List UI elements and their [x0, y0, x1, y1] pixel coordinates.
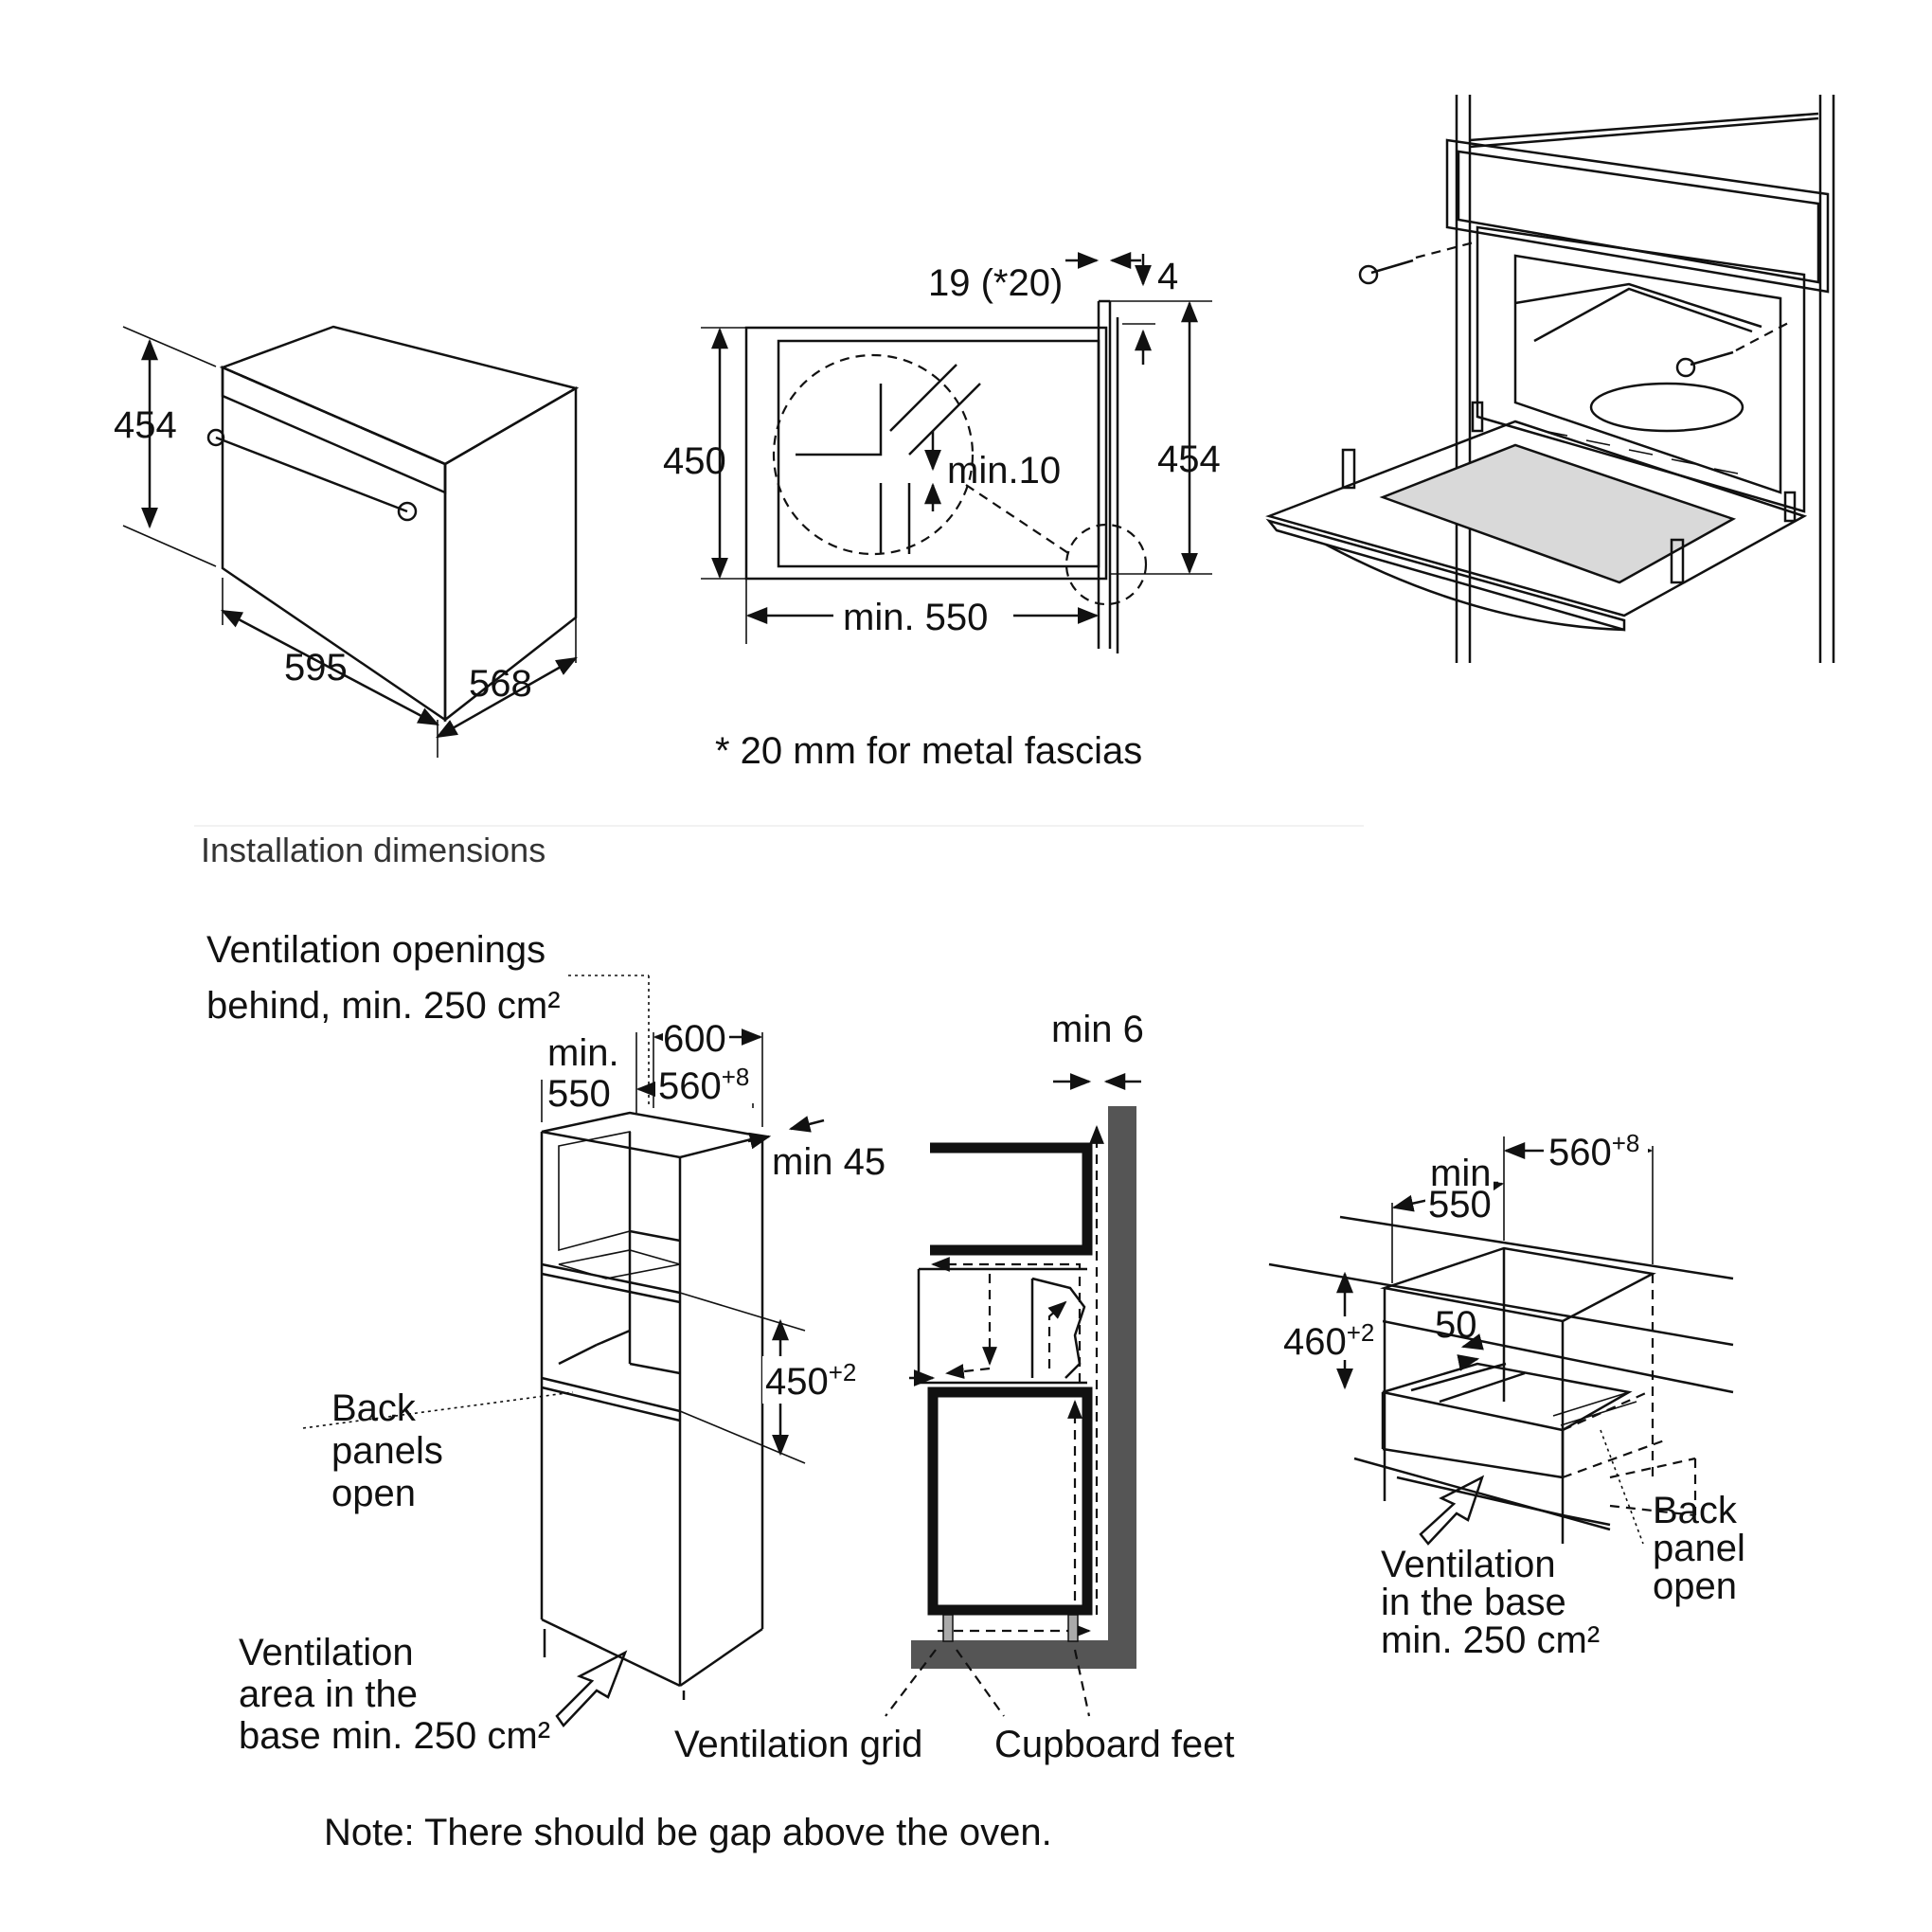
uc-vent-base-line1: Ventilation: [1381, 1544, 1556, 1585]
door-thickness-label: 19 (*20): [928, 262, 1063, 304]
screw-icon: [1358, 259, 1414, 285]
min-gap-label: min.10: [947, 450, 1061, 492]
vent-grid-label: Ventilation grid: [674, 1724, 922, 1765]
niche-height-label: 450: [663, 440, 726, 482]
vent-behind-line1: Ventilation openings: [206, 929, 546, 971]
back-panels-line2: panels: [331, 1430, 443, 1472]
screw-icon: [1675, 350, 1734, 378]
uc-min550-line1: min.: [1430, 1153, 1502, 1194]
oven-fitting-perspective: [1265, 95, 1835, 663]
vent-arrow-icon: [1419, 1475, 1485, 1546]
min45-label: min 45: [772, 1141, 886, 1183]
uc-vent-base-line3: min. 250 cm²: [1381, 1619, 1600, 1661]
min550-line2: 550: [547, 1073, 611, 1115]
uc-min550-line2: 550: [1428, 1184, 1492, 1225]
uc-back-panel-line2: panel: [1653, 1528, 1745, 1569]
oven-width-label: 595: [284, 647, 348, 689]
oven-height-label: 454: [114, 404, 177, 446]
uc-back-panel-line1: Back: [1653, 1490, 1738, 1531]
section-view-drawing: min.10 19 (*20) 4 450 454 min. 550: [663, 252, 1221, 653]
vent-area-line2: area in the: [239, 1673, 418, 1715]
under-counter-drawing: 560+8 min. 550 460+2 50 Ventilation in t…: [1268, 1129, 1745, 1661]
airflow-section-drawing: min 6 Ventilation grid Cupboard feet: [674, 1009, 1235, 1765]
uc-back-panel-line3: open: [1653, 1565, 1737, 1607]
width-600-label: 600: [663, 1018, 726, 1060]
uc-vent-base-line2: in the base: [1381, 1582, 1566, 1623]
vent-area-line3: base min. 250 cm²: [239, 1715, 550, 1757]
vent-behind-line2: behind, min. 250 cm²: [206, 985, 561, 1027]
vent-area-line1: Ventilation: [239, 1632, 414, 1673]
gap-label: 4: [1157, 256, 1178, 297]
section-title: Installation dimensions: [201, 831, 546, 869]
cupboard-feet-label: Cupboard feet: [994, 1724, 1235, 1765]
min6-label: min 6: [1051, 1009, 1144, 1050]
uc-width-560-label: 560+8: [1548, 1129, 1639, 1173]
oven-3d-drawing: 454 595 568: [114, 325, 580, 758]
back-panels-line3: open: [331, 1473, 416, 1514]
uc-gap-50-label: 50: [1435, 1304, 1477, 1346]
oven-depth-label: 568: [469, 663, 532, 705]
tall-cabinet-drawing: Ventilation openings behind, min. 250 cm…: [206, 929, 886, 1757]
min550-line1: min.: [547, 1032, 619, 1074]
height-450-label: 450+2: [765, 1358, 856, 1403]
uc-height-460-label: 460+2: [1283, 1318, 1374, 1363]
vent-arrow-icon: [555, 1650, 628, 1727]
back-panels-line1: Back: [331, 1387, 417, 1429]
width-560-label: 560+8: [658, 1063, 749, 1107]
front-height-label: 454: [1157, 438, 1221, 480]
note: Note: There should be gap above the oven…: [324, 1812, 1052, 1853]
min-depth-label: min. 550: [843, 597, 988, 638]
footnote: * 20 mm for metal fascias: [715, 730, 1142, 772]
